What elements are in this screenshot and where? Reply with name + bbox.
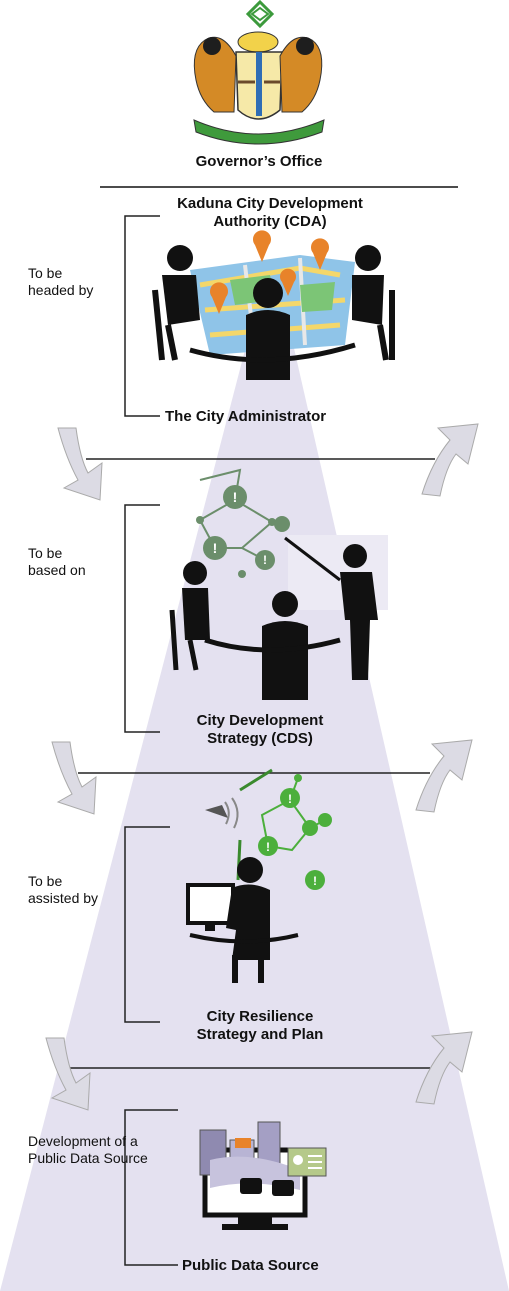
stage-1-title: Kaduna City Development Authority (CDA) bbox=[140, 195, 400, 231]
svg-text:!: ! bbox=[313, 874, 317, 888]
stage-4-side-label: Development of a Public Data Source bbox=[28, 1133, 148, 1167]
stage-2-side-line2: based on bbox=[28, 562, 86, 578]
down-arrow-icon-3 bbox=[45, 1037, 91, 1111]
up-arrow-icon-2 bbox=[415, 739, 473, 813]
bracket-3 bbox=[124, 826, 170, 1023]
stage-1-side-line2: headed by bbox=[28, 282, 94, 298]
stage-1-side-label: To be headed by bbox=[28, 265, 93, 299]
stage-2-side-label: To be based on bbox=[28, 545, 86, 579]
stage-2-bottom-line1: City Development bbox=[196, 712, 324, 729]
stage-2-bottom-label: City Development Strategy (CDS) bbox=[160, 712, 360, 748]
governor-office-label: Governor’s Office bbox=[195, 153, 323, 170]
svg-text:!: ! bbox=[266, 840, 270, 854]
coat-of-arms-icon bbox=[193, 0, 325, 145]
svg-text:!: ! bbox=[263, 553, 267, 567]
bracket-2 bbox=[124, 504, 160, 733]
stage-4-side-line1: Development of a bbox=[28, 1133, 138, 1149]
svg-text:!: ! bbox=[233, 489, 238, 505]
strategy-presentation-icon: ! ! ! bbox=[169, 468, 388, 700]
down-arrow-icon-1 bbox=[57, 427, 103, 501]
meeting-map-icon bbox=[152, 230, 395, 380]
stage-1-bottom-label: The City Administrator bbox=[165, 408, 327, 425]
stage-1-title-line1: Kaduna City Development bbox=[177, 195, 363, 212]
stage-1-title-line2: Authority (CDA) bbox=[213, 213, 327, 230]
svg-text:!: ! bbox=[213, 540, 218, 556]
stage-1-side-line1: To be bbox=[28, 265, 63, 281]
down-arrow-icon-2 bbox=[51, 741, 97, 815]
stage-3-bottom-label: City Resilience Strategy and Plan bbox=[160, 1008, 360, 1044]
resilience-analysis-icon: ! ! ! bbox=[186, 768, 332, 983]
stage-3-side-line1: To be bbox=[28, 873, 63, 889]
svg-text:!: ! bbox=[288, 792, 292, 806]
up-arrow-icon-1 bbox=[421, 423, 479, 497]
stage-3-side-line2: assisted by bbox=[28, 890, 99, 906]
bracket-1 bbox=[124, 215, 160, 417]
public-data-city-icon bbox=[199, 1121, 327, 1230]
stage-3-bottom-line1: City Resilience bbox=[206, 1008, 314, 1025]
stage-2-side-line1: To be bbox=[28, 545, 63, 561]
light-beam bbox=[0, 300, 509, 1291]
up-arrow-icon-3 bbox=[415, 1031, 473, 1105]
stage-4-side-line2: Public Data Source bbox=[28, 1150, 148, 1166]
bracket-4 bbox=[124, 1109, 178, 1266]
stage-3-side-label: To be assisted by bbox=[28, 873, 98, 907]
stage-2-bottom-line2: Strategy (CDS) bbox=[207, 730, 313, 747]
stage-4-bottom-label: Public Data Source bbox=[182, 1257, 319, 1274]
stage-3-bottom-line2: Strategy and Plan bbox=[196, 1026, 324, 1043]
